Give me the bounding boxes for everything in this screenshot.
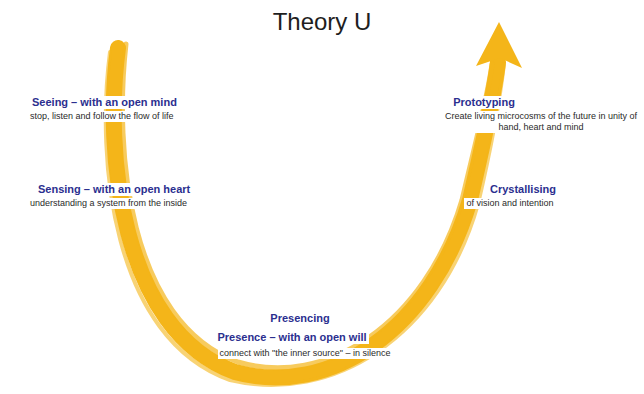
stage-text: Create living microcosms of the future i… <box>442 111 640 133</box>
title: Theory U <box>271 8 374 37</box>
arrow-head <box>476 22 522 68</box>
stage-text: understanding a system from the inside <box>28 198 189 209</box>
stage-heading: Crystallising <box>488 183 558 196</box>
stage-heading: Seeing – with an open mind <box>30 96 179 109</box>
stage-text: stop, listen and follow the flow of life <box>28 111 176 122</box>
stage-heading: Sensing – with an open heart <box>36 183 192 196</box>
stage-heading: Presence – with an open will <box>215 331 368 344</box>
stage-text: of vision and intention <box>464 198 555 209</box>
stage-heading: Prototyping <box>451 96 517 109</box>
stage-heading: Presencing <box>268 312 331 325</box>
stage-text: connect with "the inner source" – in sil… <box>218 348 393 359</box>
